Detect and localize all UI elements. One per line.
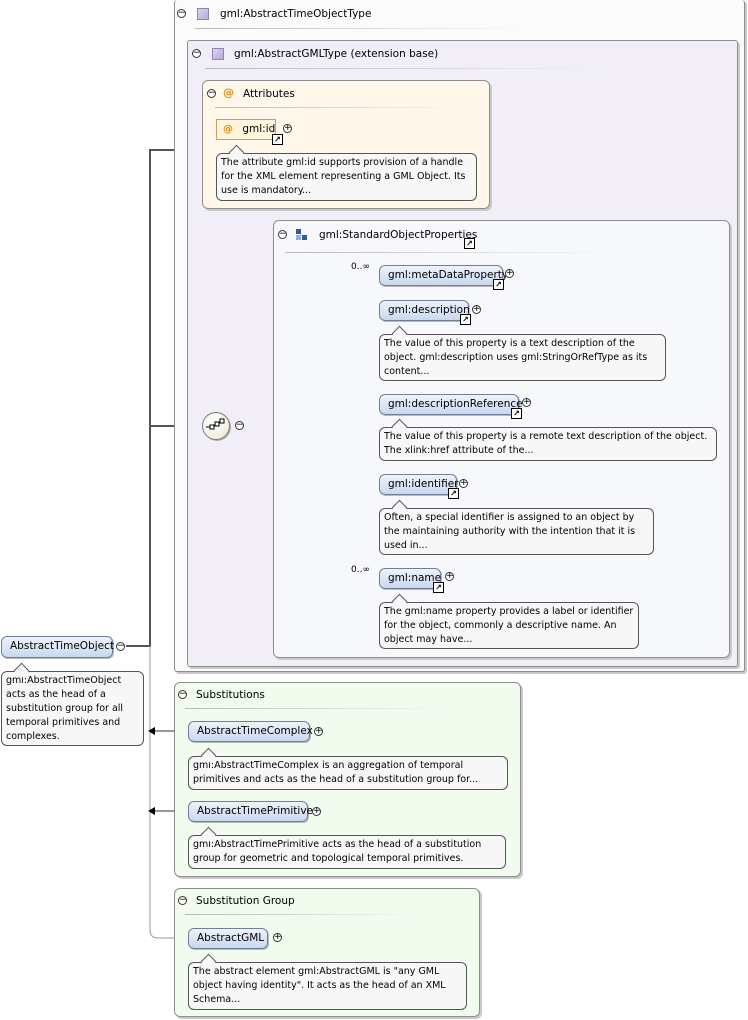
link-icon[interactable]: ↗ (448, 488, 459, 499)
cardinality-label: 0..∞ (351, 565, 370, 575)
substitution-group-abstractgml[interactable]: AbstractGML (188, 928, 268, 949)
element-note: The value of this property is a remote t… (379, 427, 717, 461)
expand-icon[interactable]: + (273, 932, 282, 942)
collapse-toggle-base[interactable]: − (192, 48, 201, 58)
base-type-title: gml:AbstractGMLType (extension base) (234, 48, 439, 60)
element-name[interactable]: gml:name (379, 568, 441, 589)
expand-icon[interactable]: + (505, 268, 514, 278)
substitution-abstracttimecomplex[interactable]: AbstractTimeComplex (188, 721, 313, 742)
root-element-label: AbstractTimeObject (10, 640, 114, 652)
collapse-toggle-substitutions[interactable]: − (178, 689, 187, 699)
attribute-gml-id[interactable]: @ gml:id (216, 119, 276, 140)
group-icon (296, 229, 307, 240)
link-icon[interactable]: ↗ (460, 314, 471, 325)
title-separator (185, 914, 415, 915)
link-icon[interactable]: ↗ (464, 238, 475, 249)
root-note: gml:AbstractTimeObject acts as the head … (1, 671, 144, 746)
collapse-toggle-group[interactable]: − (278, 229, 287, 239)
element-label: gml:descriptionReference (388, 398, 523, 410)
complex-type-icon (197, 8, 209, 20)
element-label: AbstractTimeComplex (197, 725, 313, 737)
attribute-label: gml:id (242, 123, 276, 135)
title-separator (215, 107, 465, 108)
element-note: Often, a special identifier is assigned … (379, 508, 654, 555)
attribute-icon: @ (223, 86, 234, 99)
root-element[interactable]: AbstractTimeObject (1, 636, 114, 658)
expand-icon[interactable]: + (312, 806, 321, 816)
element-description[interactable]: gml:description (379, 300, 470, 321)
element-note: The value of this property is a text des… (379, 334, 666, 381)
element-label: gml:name (388, 572, 442, 584)
link-icon[interactable]: ↗ (511, 408, 522, 419)
expand-icon[interactable]: + (445, 571, 454, 581)
title-separator (285, 252, 615, 253)
element-metadataproperty[interactable]: gml:metaDataProperty (379, 265, 508, 286)
collapse-toggle-type[interactable]: − (177, 8, 186, 18)
element-label: gml:metaDataProperty (388, 269, 509, 281)
title-separator (185, 708, 445, 709)
expand-icon[interactable]: + (522, 397, 531, 407)
link-icon[interactable]: ↗ (433, 582, 444, 593)
collapse-toggle-sequence[interactable]: − (235, 420, 244, 430)
title-separator (195, 28, 525, 29)
link-icon[interactable]: ↗ (493, 279, 504, 290)
attribute-note: The attribute gml:id supports provision … (216, 153, 477, 201)
attributes-title: Attributes (243, 88, 295, 100)
sequence-compositor-icon[interactable] (202, 412, 230, 440)
element-descriptionreference[interactable]: gml:descriptionReference (379, 394, 523, 415)
type-title: gml:AbstractTimeObjectType (220, 8, 372, 20)
substitution-group-title: Substitution Group (196, 895, 295, 907)
expand-icon[interactable]: + (283, 123, 292, 133)
base-type-icon (212, 48, 224, 60)
substitution-note: gml:AbstractTimePrimitive acts as the he… (188, 835, 506, 869)
element-label: AbstractTimePrimitive (197, 805, 314, 817)
collapse-toggle-root[interactable]: − (116, 641, 125, 651)
element-label: AbstractGML (197, 932, 265, 944)
attribute-icon: @ (223, 124, 233, 135)
collapse-toggle-substitution-group[interactable]: − (178, 895, 187, 905)
substitution-abstracttimeprimitive[interactable]: AbstractTimePrimitive (188, 801, 313, 822)
element-label: gml:description (388, 304, 470, 316)
substitution-note: gml:AbstractTimeComplex is an aggregatio… (188, 756, 508, 790)
expand-icon[interactable]: + (459, 478, 468, 488)
expand-icon[interactable]: + (472, 304, 481, 314)
element-label: gml:identifier (388, 478, 459, 490)
expand-icon[interactable]: + (314, 726, 323, 736)
collapse-toggle-attributes[interactable]: − (207, 88, 216, 98)
group-title: gml:StandardObjectProperties (319, 229, 478, 241)
substitutions-title: Substitutions (196, 689, 265, 701)
title-separator (205, 68, 605, 69)
element-note: The gml:name property provides a label o… (379, 602, 639, 649)
substitution-group-note: The abstract element gml:AbstractGML is … (188, 962, 467, 1010)
cardinality-label: 0..∞ (351, 262, 370, 272)
link-icon[interactable]: ↗ (272, 134, 283, 145)
element-identifier[interactable]: gml:identifier (379, 474, 459, 495)
